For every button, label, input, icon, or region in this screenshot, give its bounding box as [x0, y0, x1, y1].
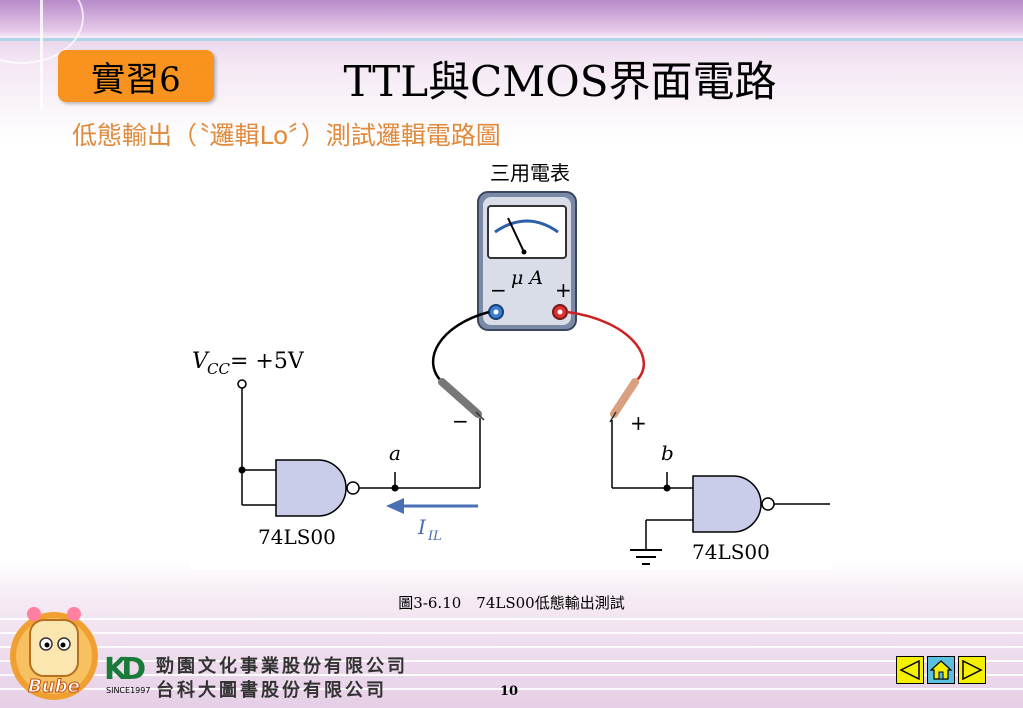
meter-plus-label: +: [555, 278, 572, 302]
vcc-subscript: CC: [207, 360, 230, 378]
figure-caption: 圖3-6.10 74LS00低態輸出測試: [398, 594, 625, 612]
red-probe: [610, 378, 639, 418]
vcc-terminal: [237, 379, 247, 389]
left-nand-gate: [275, 459, 347, 517]
bottom-decorative-lines: [0, 610, 1023, 708]
circuit-diagram-svg: 三用電表 μ A − + − + V CC = +5V: [192, 161, 830, 565]
probe-plus-label: +: [630, 411, 647, 435]
current-symbol: I: [417, 515, 427, 539]
meter-needle: [507, 217, 525, 253]
left-gate-inverter-bubble: [346, 481, 360, 495]
left-vertical-decoration: [40, 0, 43, 110]
black-probe-wire: [431, 310, 490, 383]
right-gate-label: 74LS00: [692, 540, 770, 564]
next-slide-button[interactable]: [958, 656, 986, 684]
node-b-label: b: [661, 441, 674, 465]
meter-label: 三用電表: [490, 161, 570, 185]
red-probe-wire: [566, 310, 646, 383]
home-icon: [930, 660, 952, 680]
multimeter: [477, 191, 577, 331]
home-button[interactable]: [927, 656, 955, 684]
current-subscript: IL: [427, 529, 442, 544]
next-arrow-icon: [962, 660, 983, 680]
slide-navigation: [896, 656, 986, 686]
lesson-badge: 實習6: [58, 50, 214, 102]
publisher-since: SINCE1997: [106, 686, 151, 695]
black-probe: [438, 378, 482, 418]
node-a-label: a: [389, 441, 401, 465]
meter-scale-arc: [494, 219, 559, 234]
publisher-logo: KD: [104, 652, 146, 687]
top-decorative-band: [0, 0, 1023, 38]
previous-slide-button[interactable]: [896, 656, 924, 684]
bube-mascot-logo: Bube: [10, 607, 98, 700]
vcc-symbol: V: [192, 349, 210, 374]
publisher-info: KD SINCE1997 勁園文化事業股份有限公司 台科大圖書股份有限公司: [104, 650, 424, 701]
right-gate-inverter-bubble: [761, 497, 775, 511]
publisher-name-1: 勁園文化事業股份有限公司: [156, 656, 408, 677]
circuit-diagram: 三用電表 μ A − + − + V CC = +5V: [190, 160, 832, 570]
right-nand-gate: [692, 475, 762, 533]
publisher-name-2: 台科大圖書股份有限公司: [156, 680, 387, 701]
left-gate-label: 74LS00: [258, 525, 336, 549]
probe-minus-label: −: [452, 409, 469, 433]
svg-text:Bube: Bube: [28, 676, 80, 697]
top-decorative-line: [0, 38, 1023, 41]
slide-title: TTL與CMOS界面電路: [343, 57, 777, 106]
slide-subtitle: 低態輸出（〝邏輯Lo〞）測試邏輯電路圖: [72, 121, 501, 150]
meter-minus-label: −: [490, 278, 507, 302]
ground-symbol: [630, 549, 662, 565]
previous-arrow-icon: [899, 660, 920, 680]
meter-unit-label: μ A: [511, 267, 543, 289]
vcc-value: = +5V: [230, 349, 305, 374]
page-number: 10: [500, 684, 519, 699]
